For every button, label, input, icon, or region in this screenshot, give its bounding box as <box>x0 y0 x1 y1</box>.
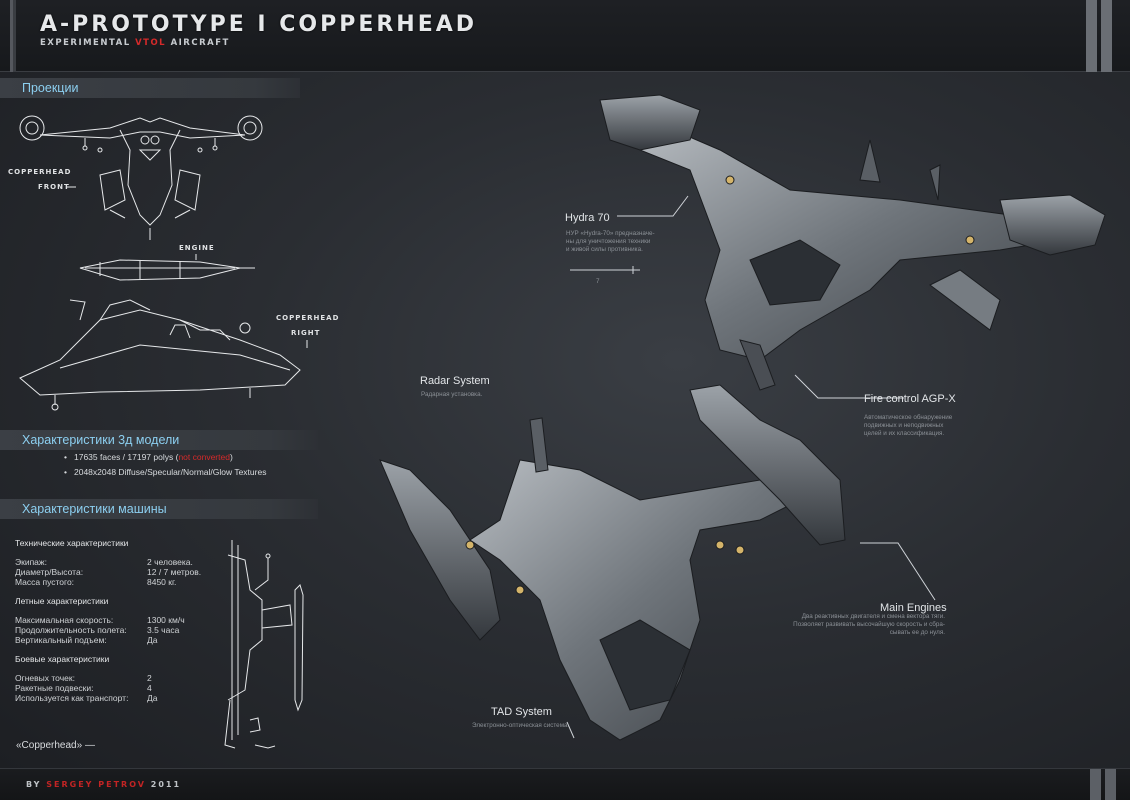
aircraft-render-bottom <box>379 384 846 741</box>
poly-close: ) <box>229 452 233 462</box>
callout-fire-line: подвижных и неподвижных <box>864 422 944 429</box>
callout-engines-line: сывать ее до нуля. <box>889 629 945 636</box>
flight-specs-title: Летные характеристики <box>15 596 109 606</box>
callout-engines-line: Два реактивных двигателя и смена вектора… <box>801 613 945 620</box>
blueprint-drawings <box>19 115 308 411</box>
spec-row: Максимальная скорость: 1300 км/ч <box>15 615 225 625</box>
spec-key: Масса пустого: <box>15 577 75 587</box>
combat-specs-title: Боевые характеристики <box>15 654 110 664</box>
callout-hydra-text: НУР «Hydra-70» предназначе- ны для уничт… <box>566 230 655 254</box>
spec-value: 2 человека. <box>147 557 193 567</box>
credit-by: BY <box>26 780 47 789</box>
spec-value: 1300 км/ч <box>147 615 185 625</box>
spec-row: Используется как транспорт: Да <box>15 693 225 703</box>
callout-fire-line: Автоматическое обнаружение <box>864 414 953 421</box>
page-subtitle: EXPERIMENTAL VTOL AIRCRAFT <box>40 38 230 48</box>
spec-key: Огневых точек: <box>15 673 75 683</box>
spec-row: Масса пустого: 8450 кг. <box>15 577 225 587</box>
spec-value: 2 <box>147 673 152 683</box>
callout-lines <box>566 195 936 739</box>
poly-note: not converted <box>178 452 230 462</box>
subtitle-pre: EXPERIMENTAL <box>40 38 136 48</box>
spec-key: Диаметр/Высота: <box>15 567 84 577</box>
right-view-drawing <box>19 299 308 411</box>
spec-row: Продолжительность полета: 3.5 часа <box>15 625 225 635</box>
callout-engines-text: Два реактивных двигателя и смена вектора… <box>760 613 945 637</box>
spec-row: Ракетные подвески: 4 <box>15 683 225 693</box>
front-view-drawing <box>19 115 263 240</box>
callout-tad-text: Электронно-оптическая система. <box>472 722 570 729</box>
label-copperhead-right-1: COPPERHEAD <box>276 314 340 322</box>
machine-specs: Технические характеристики Экипаж: 2 чело… <box>15 538 225 703</box>
spec-value: 4 <box>147 683 152 693</box>
label-copperhead-front-2: FRONT <box>38 183 70 191</box>
callout-hydra-line: ны для уничтожения техники <box>566 238 651 245</box>
spec-value: 3.5 часа <box>147 625 180 635</box>
callout-hydra-title: Hydra 70 <box>565 212 610 224</box>
callout-fire-text: Автоматическое обнаружение подвижных и н… <box>864 414 952 438</box>
model-stats-list: 17635 faces / 17197 polys (not converted… <box>64 452 266 482</box>
spec-key: Вертикальный подъем: <box>15 635 107 645</box>
model-stat-polys: 17635 faces / 17197 polys (not converted… <box>64 452 266 462</box>
footer-bar: BY SERGEY PETROV 2011 <box>0 768 1130 800</box>
callout-radar-title: Radar System <box>420 375 490 387</box>
poly-count: 17635 faces / 17197 polys ( <box>74 452 179 462</box>
subtitle-post: AIRCRAFT <box>166 38 230 48</box>
spec-key: Используется как транспорт: <box>15 693 129 703</box>
tech-specs-title: Технические характеристики <box>15 538 129 548</box>
callout-engines-line: Позволяет развивать высочайшую скорость … <box>793 621 945 628</box>
label-copperhead-front-1: COPPERHEAD <box>8 168 72 176</box>
spec-value: Да <box>147 635 158 645</box>
aircraft-render-top <box>599 94 1106 391</box>
callout-radar-text: Радарная установка. <box>421 391 483 398</box>
credit-year: 2011 <box>145 780 182 789</box>
spec-value: Да <box>147 693 158 703</box>
label-engine: ENGINE <box>179 244 215 252</box>
spec-value: 12 / 7 метров. <box>147 567 202 577</box>
callout-hydra-line: и живой силы противника. <box>566 246 643 253</box>
callout-engines-title: Main Engines <box>880 602 947 614</box>
callout-hydra-num: 7 <box>596 278 600 285</box>
label-copperhead-right-2: RIGHT <box>291 329 321 337</box>
callout-fire-title: Fire control AGP-X <box>864 393 956 405</box>
top-view-drawing <box>224 540 304 749</box>
callout-tad-title: TAD System <box>491 706 552 718</box>
author-credit: BY SERGEY PETROV 2011 <box>26 780 181 789</box>
subtitle-highlight: VTOL <box>135 38 167 48</box>
header-decor-right <box>1086 0 1116 72</box>
model-stat-textures: 2048x2048 Diffuse/Specular/Normal/Glow T… <box>64 467 266 477</box>
footer-decor-right <box>1090 769 1116 800</box>
callout-hydra-line: НУР «Hydra-70» предназначе- <box>566 230 655 237</box>
spec-key: Экипаж: <box>15 557 47 567</box>
spec-key: Максимальная скорость: <box>15 615 114 625</box>
spec-row: Огневых точек: 2 <box>15 673 225 683</box>
section-model-header: Характеристики 3д модели <box>0 430 318 450</box>
engine-drawing <box>79 254 255 281</box>
spec-row: Экипаж: 2 человека. <box>15 557 225 567</box>
credit-author: SERGEY PETROV <box>46 780 146 789</box>
spec-key: Продолжительность полета: <box>15 625 127 635</box>
copperhead-quote: «Copperhead» — <box>16 740 95 751</box>
section-machine-header: Характеристики машины <box>0 499 318 519</box>
spec-row: Диаметр/Высота: 12 / 7 метров. <box>15 567 225 577</box>
spec-value: 8450 кг. <box>147 577 177 587</box>
header-bar: A-PROTOTYPE I COPPERHEAD EXPERIMENTAL VT… <box>0 0 1130 72</box>
page-title: A-PROTOTYPE I COPPERHEAD <box>40 12 478 37</box>
spec-row: Вертикальный подъем: Да <box>15 635 225 645</box>
section-projections-header: Проекции <box>0 78 300 98</box>
callout-fire-line: целей и их классификация. <box>864 430 945 437</box>
spec-key: Ракетные подвески: <box>15 683 94 693</box>
header-decor-left <box>10 0 16 72</box>
